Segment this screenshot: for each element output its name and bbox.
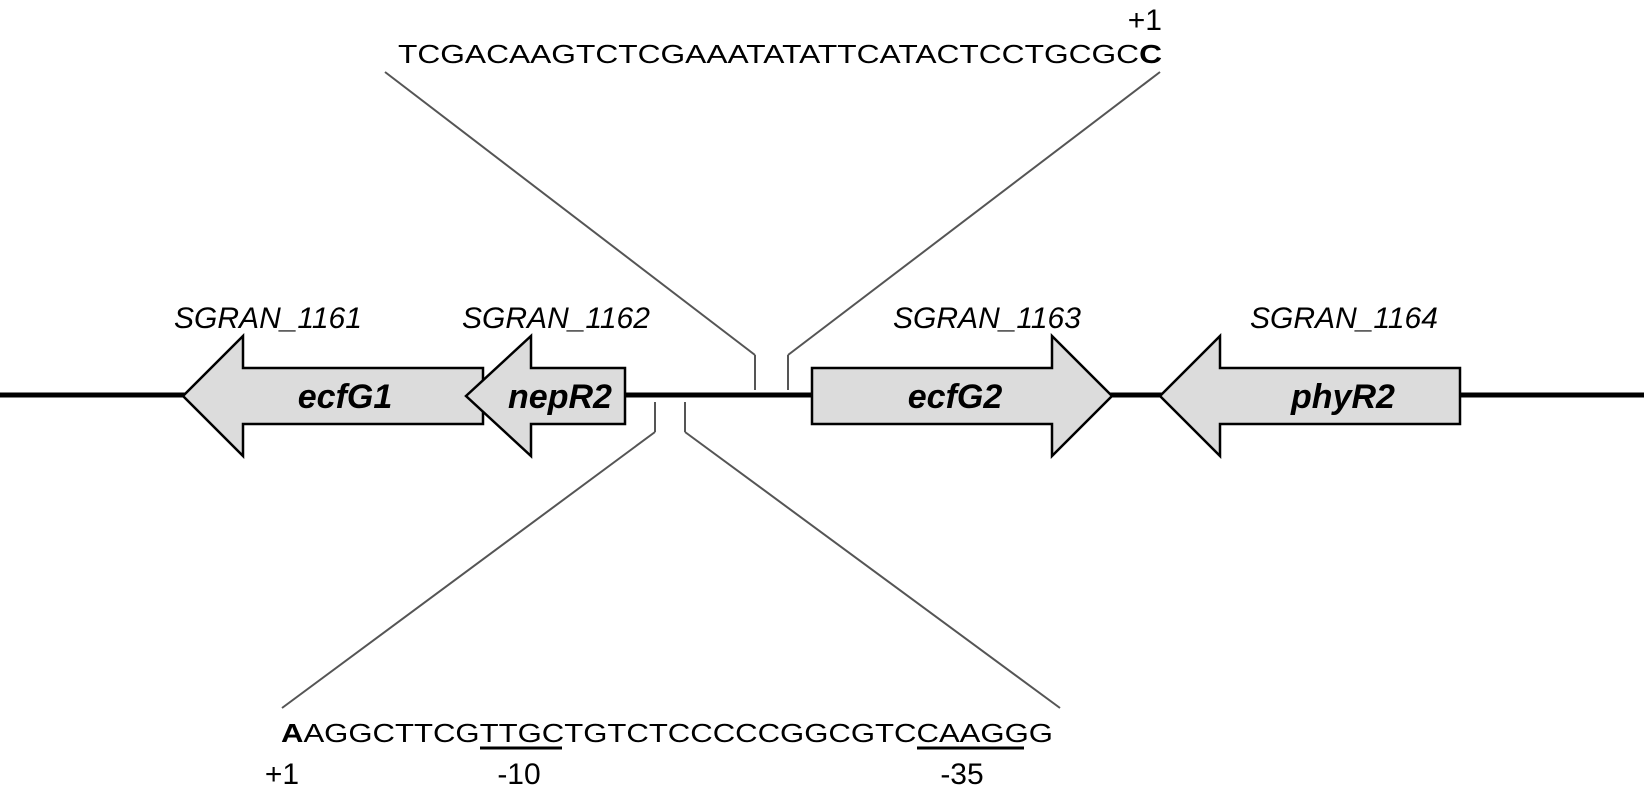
lower-sequence-part3: G bbox=[1029, 718, 1053, 748]
upper-sequence-body: TCGACAAGTCTCGAAATATATTCATACTCCTGCGC bbox=[398, 39, 1139, 69]
upper-position-label: +1 bbox=[1128, 4, 1162, 37]
lower-sequence-part2: TGTCTCCCCCGGCGTC bbox=[564, 718, 916, 748]
gene-arrow bbox=[810, 332, 1114, 460]
gene-locus-label: SGRAN_1163 bbox=[893, 302, 1081, 335]
gene-name: ecfG1 bbox=[298, 378, 393, 416]
upper-zoom-lines bbox=[384, 71, 1161, 390]
minus10-label: -10 bbox=[497, 758, 540, 791]
minus35-box: CAAGG bbox=[917, 718, 1029, 748]
lower-zoom-lines bbox=[281, 402, 1061, 709]
gene-ecfG1: ecfG1 SGRAN_1161 bbox=[174, 302, 485, 460]
gene-locus-label: SGRAN_1162 bbox=[462, 302, 650, 335]
gene-locus-label: SGRAN_1164 bbox=[1250, 302, 1438, 335]
lower-start-base: A bbox=[281, 718, 304, 748]
lower-sequence-part1: AGGCTTCG bbox=[303, 718, 479, 748]
lower-position-label: +1 bbox=[265, 758, 299, 791]
gene-phyR2: phyR2 SGRAN_1164 bbox=[1158, 302, 1462, 460]
gene-arrow bbox=[1158, 332, 1462, 460]
gene-ecfG2: ecfG2 SGRAN_1163 bbox=[810, 302, 1114, 460]
gene-name: phyR2 bbox=[1290, 378, 1395, 416]
minus35-label: -35 bbox=[940, 758, 983, 791]
upper-start-base: C bbox=[1139, 39, 1162, 69]
gene-name: nepR2 bbox=[508, 378, 612, 416]
gene-arrow bbox=[464, 333, 627, 459]
gene-name: ecfG2 bbox=[908, 378, 1003, 416]
gene-nepR2: nepR2 SGRAN_1162 bbox=[462, 302, 650, 459]
minus10-box: TTGC bbox=[480, 718, 565, 748]
gene-locus-label: SGRAN_1161 bbox=[174, 302, 362, 335]
